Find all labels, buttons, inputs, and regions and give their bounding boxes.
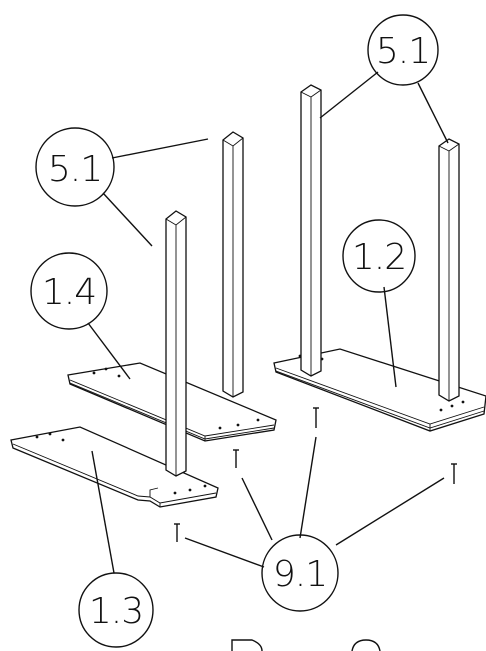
screw-9-1-a [313,407,319,428]
post-5-1-right-front [438,138,460,402]
callout-label: 9.1 [273,554,327,595]
callout-5-1-top: 5.1 [367,14,439,86]
callout-label: 5.1 [376,31,430,72]
leader-lines [87,71,449,574]
partial-parts-bottom [231,639,381,651]
base-board-1-3 [10,426,219,508]
screw-9-1-b [233,449,239,468]
callout-5-1-left: 5.1 [35,127,115,207]
callout-label: 1.3 [89,591,143,632]
callout-1-2: 1.2 [342,219,416,293]
screw-9-1-c [174,523,180,542]
post-5-1-right-rear [300,84,322,377]
base-board-1-2 [273,348,486,432]
callout-label: 5.1 [48,149,102,190]
post-5-1-front [165,210,187,477]
callout-label: 1.4 [42,272,96,313]
post-5-1-middle [222,131,244,398]
callout-1-4: 1.4 [30,252,108,330]
callout-label: 1.2 [352,237,406,278]
callout-1-3: 1.3 [78,572,154,648]
callout-9-1: 9.1 [261,534,339,612]
screw-9-1-d [451,463,457,484]
